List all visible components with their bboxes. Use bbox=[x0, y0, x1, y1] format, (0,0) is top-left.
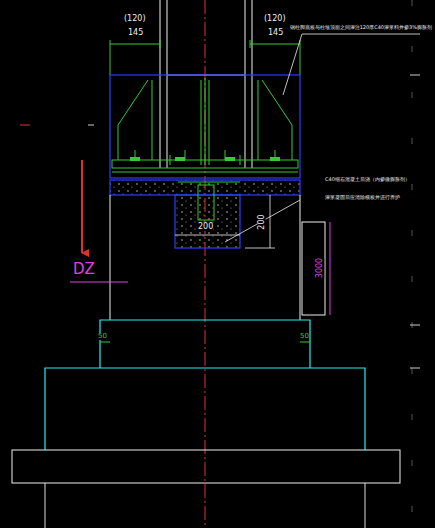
note-text: 钢柱脚底板与柱墩顶面之间灌注120厚C40灌浆料并掺3%膨胀剂 bbox=[290, 25, 432, 30]
dimension-text: 50 bbox=[300, 333, 309, 340]
dimension-text: 145 bbox=[128, 29, 143, 37]
dimension-text: 50 bbox=[98, 333, 107, 340]
dimension-text: 3000 bbox=[316, 258, 324, 278]
member-label: DZ bbox=[73, 262, 95, 277]
dimension-text: 200 bbox=[198, 223, 213, 231]
dimension-text: 200 bbox=[258, 214, 266, 229]
note-text: C40细石混凝土后浇（内掺微膨胀剂） bbox=[325, 177, 410, 182]
note-text: 灌浆凝固后应清除模板并进行养护 bbox=[325, 195, 400, 200]
dimension-text: (120) bbox=[264, 15, 286, 23]
dimension-text: 145 bbox=[268, 29, 283, 37]
dimension-text: (120) bbox=[124, 15, 146, 23]
